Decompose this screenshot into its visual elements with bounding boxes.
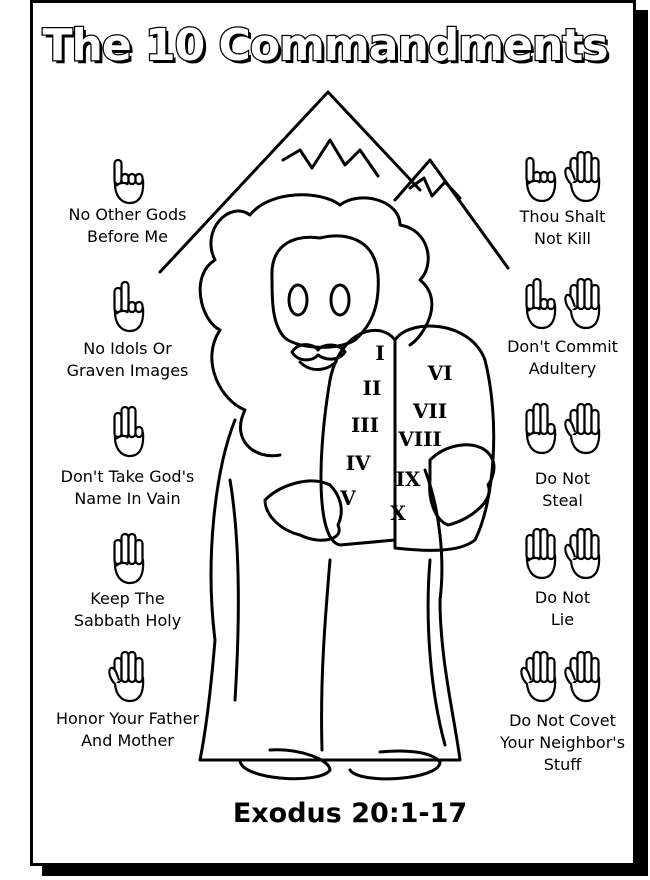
tablet-numeral-left-2: II (363, 376, 382, 400)
commandment-9-hand-icon-left (525, 527, 557, 580)
commandment-10-hand-icon-left (520, 650, 557, 703)
tablet-left (319, 329, 397, 547)
mountain-left (158, 90, 422, 274)
tablet-numeral-left-3: III (351, 413, 379, 437)
mustache (290, 343, 347, 362)
tablet-numeral-left-1: I (375, 341, 384, 365)
left-hand (263, 479, 343, 542)
hair-outline (198, 193, 434, 458)
commandment-8-hand-icon-right (564, 402, 601, 455)
commandment-6-hand-icon-left (525, 156, 557, 203)
right-hand (428, 443, 496, 527)
robe-fold-right (426, 558, 447, 747)
page-title: The 10 Commandments (41, 19, 610, 73)
commandment-3-hand-icon (113, 405, 145, 458)
right-foot (348, 749, 442, 781)
right-eye (329, 283, 351, 317)
commandment-6-hand-icon-right (564, 150, 601, 203)
scripture-reference: Exodus 20:1-17 (232, 798, 468, 829)
commandment-4-hand-icon (113, 532, 145, 585)
tablet-numeral-left-4: IV (346, 451, 371, 475)
commandment-1-hand-icon (113, 158, 145, 205)
tablet-numeral-right-3: VIII (397, 427, 442, 451)
left-eye (287, 283, 309, 317)
tablet-numeral-left-5: V (339, 486, 356, 510)
commandment-9-hand-icon-right (564, 527, 601, 580)
mountain-right (393, 158, 510, 270)
tablet-numeral-right-2: VII (412, 399, 447, 423)
commandment-8-hand-icon-left (525, 402, 557, 455)
robe-outline (198, 418, 462, 762)
commandment-7-hand-icon-left (525, 277, 557, 330)
commandment-2-hand-icon (113, 280, 145, 333)
tablet-right (393, 324, 496, 552)
robe-fold-left (228, 478, 240, 702)
tablet-numeral-right-5: X (390, 501, 406, 525)
robe-fold-center (320, 558, 332, 752)
face-outline (270, 234, 380, 349)
commandment-7-hand-icon-right (564, 277, 601, 330)
left-foot (238, 748, 332, 781)
commandment-10-hand-icon-right (564, 650, 601, 703)
tablet-numeral-right-4: IX (396, 467, 421, 491)
tablet-numeral-right-1: VI (427, 361, 453, 385)
mountain-snow-right (408, 176, 462, 200)
commandment-5-hand-icon (108, 650, 145, 703)
mountain-snow (281, 138, 380, 178)
